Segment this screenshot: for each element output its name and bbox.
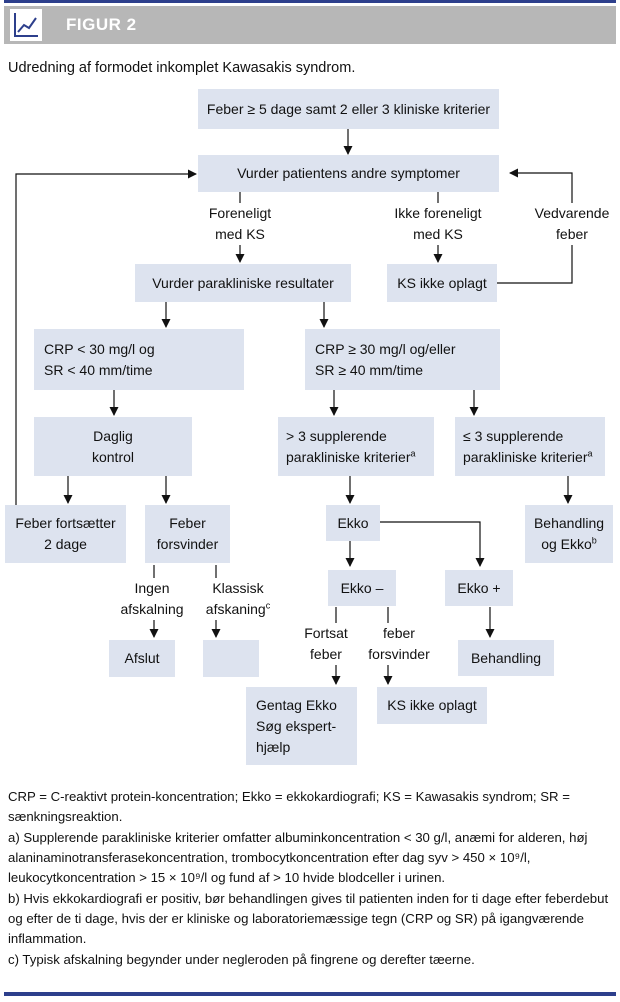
label-line: afskalning — [120, 601, 184, 617]
label-line: Vedvarende — [534, 205, 610, 221]
ks-not-obvious-box-1: KS ikke oplagt — [387, 264, 497, 302]
repeat-echo-box: Gentag Ekko Søg ekspert- hjælp — [246, 687, 357, 765]
label-line: feber — [310, 646, 342, 662]
box-line: og Ekkob — [534, 534, 604, 555]
box-line: > 3 supplerende — [286, 427, 387, 444]
box-line: Feber — [169, 515, 206, 531]
box-line: hjælp — [256, 738, 291, 755]
footnote-marker: b — [591, 535, 597, 546]
box-line: KS ikke oplagt — [397, 274, 487, 291]
box-line: ≤ 3 supplerende — [463, 427, 564, 444]
note-c: c) Typisk afskalning begynder under negl… — [8, 952, 475, 967]
label-line: Ikke foreneligt — [394, 205, 482, 221]
box-line-text: og Ekko — [541, 536, 592, 552]
box-line: CRP ≥ 30 mg/l og/eller — [315, 340, 456, 357]
box-line-text: parakliniske kriterier — [286, 448, 411, 465]
start-criteria-box: Feber ≥ 5 dage samt 2 eller 3 kliniske k… — [198, 89, 499, 129]
box-line: Ekko + — [457, 579, 501, 596]
label-no-peeling: Ingen afskalning — [112, 578, 192, 620]
fever-disappears-box: Feber forsvinder — [145, 505, 230, 563]
echo-positive-box: Ekko + — [445, 570, 513, 606]
box-line: Gentag Ekko — [256, 696, 337, 713]
bottom-rule — [4, 992, 616, 996]
box-line: SR < 40 mm/time — [44, 361, 153, 378]
empty-box — [203, 640, 259, 677]
daily-control-box: Daglig kontrol — [34, 417, 192, 476]
box-line-text: parakliniske kriterier — [463, 448, 588, 465]
note-a: a) Supplerende parakliniske kriterier om… — [8, 830, 588, 885]
box-line: Feber ≥ 5 dage samt 2 eller 3 kliniske k… — [206, 100, 491, 117]
box-line: 2 dage — [44, 536, 87, 552]
box-line: Afslut — [124, 650, 160, 666]
box-line: Behandling — [533, 515, 605, 531]
finish-box: Afslut — [109, 640, 175, 677]
label-line: Ingen — [134, 580, 170, 596]
label-persistent-fever: Vedvarende feber — [528, 203, 616, 245]
figure-notes: CRP = C-reaktivt protein-koncentration; … — [8, 787, 613, 971]
box-line: parakliniske kriteriera — [463, 447, 593, 468]
label-line: afskaningc — [198, 599, 278, 620]
box-line: CRP < 30 mg/l og — [44, 340, 155, 357]
label-line-text: afskaning — [205, 601, 266, 617]
figure-title: FIGUR 2 — [66, 15, 137, 34]
label-line: forsvinder — [368, 646, 430, 662]
box-line: Vurder parakliniske resultater — [152, 274, 334, 291]
ks-not-obvious-box-2: KS ikke oplagt — [377, 687, 487, 724]
box-line: Ekko — [337, 514, 369, 531]
figure-subtitle: Udredning af formodet inkomplet Kawasaki… — [8, 60, 356, 76]
label-not-compatible: Ikke foreneligt med KS — [385, 203, 491, 245]
label-line: Klassisk — [212, 580, 264, 596]
note-b: b) Hvis ekkokardiografi er positiv, bør … — [8, 891, 609, 946]
footnote-marker: c — [265, 600, 271, 611]
box-line: Ekko – — [340, 579, 384, 596]
label-line: med KS — [413, 226, 463, 242]
box-line: KS ikke oplagt — [387, 697, 477, 713]
box-line: Behandling — [470, 649, 542, 666]
note-abbreviations: CRP = C-reaktivt protein-koncentration; … — [8, 789, 570, 824]
label-continued-fever: Fortsat feber — [298, 623, 354, 665]
line-chart-icon — [10, 9, 42, 41]
box-line: Vurder patientens andre symptomer — [237, 165, 460, 181]
crp-low-box: CRP < 30 mg/l og SR < 40 mm/time — [34, 329, 244, 390]
footnote-marker: a — [587, 447, 593, 458]
footnote-marker: a — [410, 447, 416, 458]
box-line: SR ≥ 40 mm/time — [315, 361, 424, 378]
box-line: forsvinder — [156, 536, 219, 552]
more-criteria-box: > 3 supplerende parakliniske kriteriera — [278, 417, 434, 476]
label-line: Foreneligt — [208, 205, 272, 221]
label-classic-peeling: Klassisk afskaningc — [198, 578, 278, 620]
fewer-criteria-box: ≤ 3 supplerende parakliniske kriteriera — [455, 417, 605, 476]
assess-paraclinical-box: Vurder parakliniske resultater — [135, 264, 351, 302]
label-compatible: Foreneligt med KS — [198, 203, 282, 245]
label-line: Fortsat — [304, 625, 348, 641]
top-rule — [4, 0, 616, 3]
echo-box: Ekko — [326, 505, 380, 541]
treatment-box: Behandling — [458, 640, 554, 676]
treatment-and-echo-box: Behandling og Ekkob — [525, 505, 613, 563]
assess-symptoms-box: Vurder patientens andre symptomer — [198, 155, 499, 192]
box-line: Daglig — [93, 427, 133, 444]
box-line: Søg ekspert- — [256, 717, 337, 734]
label-line: feber — [383, 625, 415, 641]
box-line: parakliniske kriteriera — [286, 447, 416, 468]
label-line: feber — [556, 226, 588, 242]
figure-header: FIGUR 2 — [4, 6, 616, 44]
crp-high-box: CRP ≥ 30 mg/l og/eller SR ≥ 40 mm/time — [305, 329, 500, 390]
label-fever-disappears: feber forsvinder — [364, 623, 434, 665]
box-line: kontrol — [91, 448, 135, 465]
echo-negative-box: Ekko – — [328, 570, 396, 606]
box-line: Feber fortsætter — [15, 515, 116, 531]
fever-continues-box: Feber fortsætter 2 dage — [5, 505, 126, 563]
label-line: med KS — [215, 226, 265, 242]
